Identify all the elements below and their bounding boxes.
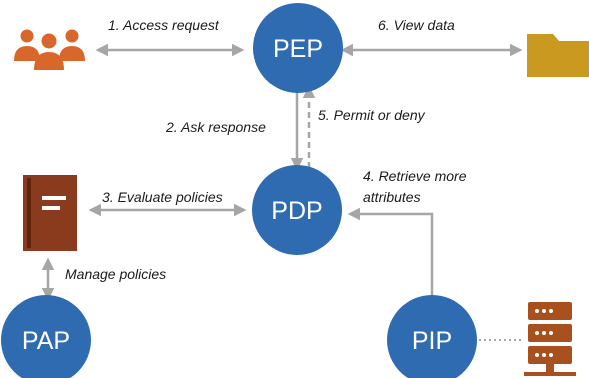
access-request-label: 1. Access request bbox=[108, 17, 220, 33]
manage-policies-label: Manage policies bbox=[65, 266, 166, 282]
permit-deny-label: 5. Permit or deny bbox=[318, 107, 426, 123]
ask-response-label: 2. Ask response bbox=[165, 119, 266, 135]
pep-label: PEP bbox=[273, 35, 323, 63]
users-icon bbox=[14, 29, 85, 70]
retrieve-attributes-label-line2: attributes bbox=[363, 189, 421, 205]
view-data-label: 6. View data bbox=[378, 17, 455, 33]
pap-label: PAP bbox=[22, 327, 70, 355]
policy-book-icon bbox=[23, 175, 77, 251]
pip-label: PIP bbox=[412, 327, 452, 355]
pdp-label: PDP bbox=[271, 197, 322, 225]
evaluate-policies-label: 3. Evaluate policies bbox=[102, 189, 223, 205]
retrieve-attributes-arrow bbox=[347, 207, 434, 298]
pip-node: PIP bbox=[387, 295, 477, 378]
pap-node: PAP bbox=[1, 295, 91, 378]
pep-node: PEP bbox=[253, 3, 343, 93]
connectors bbox=[41, 43, 523, 341]
server-icon bbox=[524, 302, 576, 376]
pdp-node: PDP bbox=[252, 165, 342, 255]
retrieve-attributes-label-line1: 4. Retrieve more bbox=[363, 168, 467, 184]
folder-icon bbox=[527, 34, 589, 77]
